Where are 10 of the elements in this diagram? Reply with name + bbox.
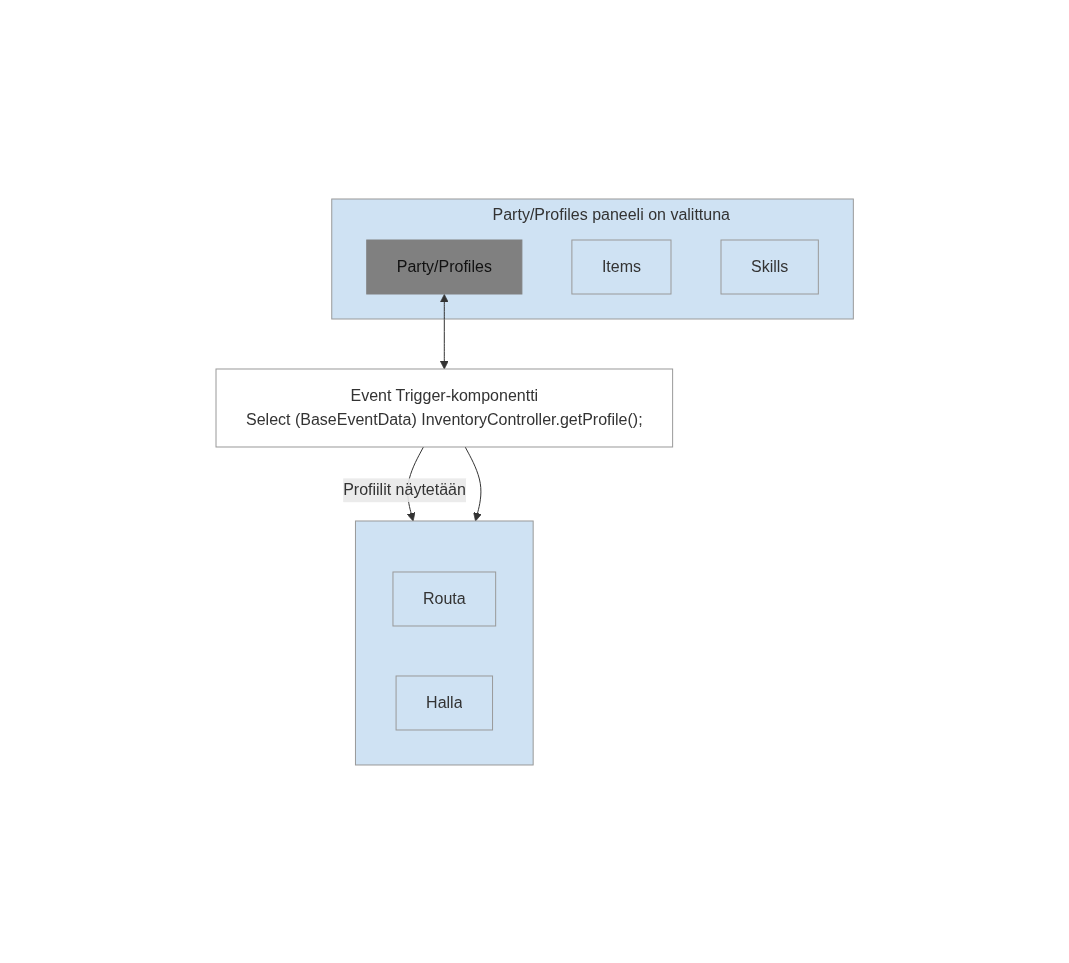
arrow <box>464 446 482 521</box>
node-box: Party/Profiles <box>366 239 523 294</box>
node-box: Halla <box>395 675 493 730</box>
node-box: Event Trigger-komponentti Select (BaseEventData) InventoryController.getProfile(); <box>215 368 673 447</box>
arrow <box>439 293 449 369</box>
edge-label: Profiilit näytetään <box>342 480 466 498</box>
cluster <box>354 520 534 765</box>
node-box: Items <box>571 239 672 294</box>
node-box: Routa <box>392 571 496 626</box>
node-box: Skills <box>720 239 819 294</box>
